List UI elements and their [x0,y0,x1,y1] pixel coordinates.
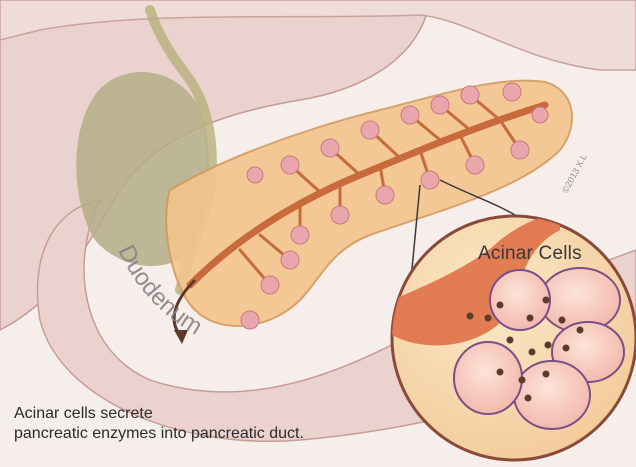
caption-line-1: Acinar cells secrete [14,404,304,424]
caption-line-2: pancreatic enzymes into pancreatic duct. [14,424,304,444]
inset-title: Acinar Cells [478,243,582,265]
caption: Acinar cells secrete pancreatic enzymes … [14,404,304,444]
